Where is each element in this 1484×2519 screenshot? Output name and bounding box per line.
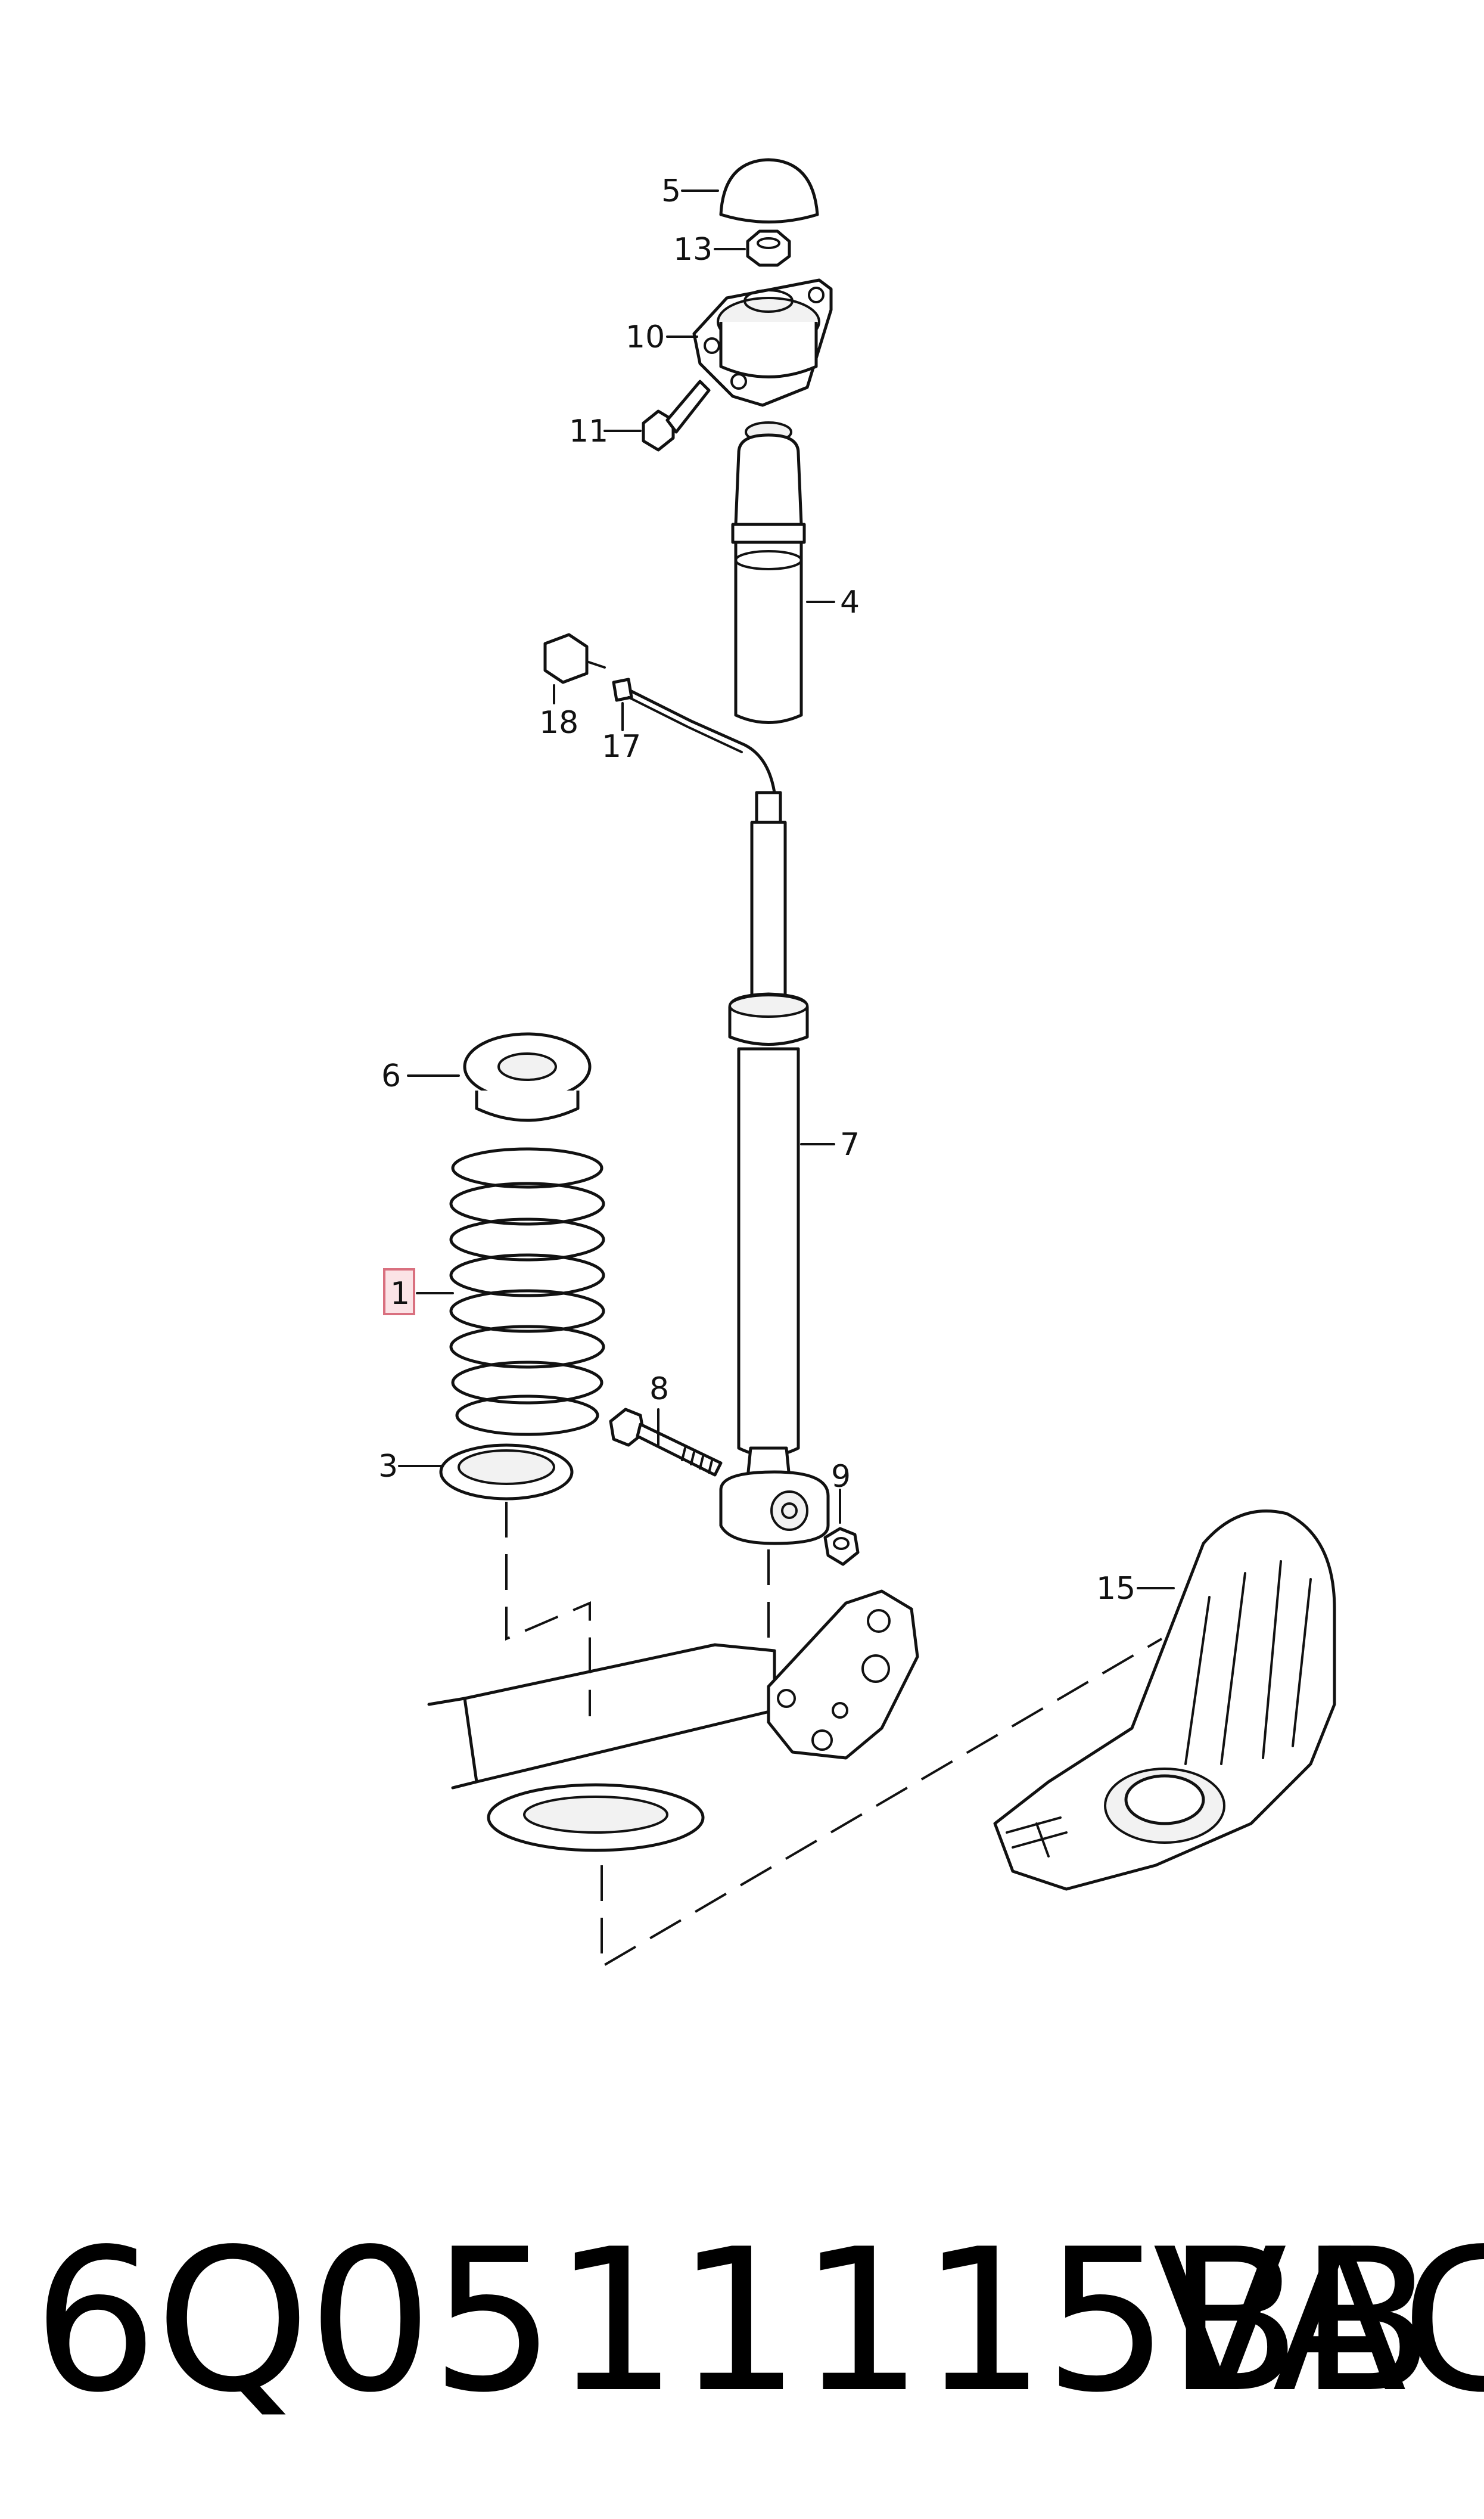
part-8-bolt[interactable] <box>609 1408 723 1477</box>
callout-7[interactable]: 7 <box>840 1127 860 1163</box>
rear-axle-beam <box>427 1589 919 1852</box>
part-4-protective-sleeve[interactable] <box>731 421 806 724</box>
part-13-nut[interactable] <box>746 229 791 267</box>
callout-6[interactable]: 6 <box>381 1058 401 1094</box>
brand-caption: VAG <box>1153 2207 1484 2436</box>
callout-10[interactable]: 10 <box>626 319 665 355</box>
part-5-dust-cap[interactable] <box>719 158 819 223</box>
part-1-coil-spring[interactable] <box>449 1147 605 1436</box>
callout-18[interactable]: 18 <box>539 705 578 741</box>
part-9-nut[interactable] <box>823 1527 860 1566</box>
callout-1[interactable]: 1 <box>390 1276 410 1312</box>
callout-11[interactable]: 11 <box>569 414 608 449</box>
callout-5[interactable]: 5 <box>661 173 681 209</box>
part-18-connector[interactable] <box>543 633 606 684</box>
callout-8[interactable]: 8 <box>649 1371 669 1407</box>
assembly-guide-lines <box>505 1502 1163 1969</box>
leader-lines <box>398 190 1175 1589</box>
callout-15[interactable]: 15 <box>1096 1571 1135 1607</box>
callout-17[interactable]: 17 <box>602 729 641 765</box>
part-7-shock-absorber[interactable] <box>719 791 830 1545</box>
callout-labels: 5 13 10 11 4 18 17 6 7 1 8 3 9 15 <box>378 173 1135 1607</box>
part-3-spring-seat-lower[interactable] <box>439 1443 574 1501</box>
part-11-bolt[interactable] <box>642 380 711 452</box>
callout-9[interactable]: 9 <box>831 1459 851 1495</box>
part-6-spring-seat-upper[interactable] <box>463 1032 592 1122</box>
callout-13[interactable]: 13 <box>673 232 713 268</box>
selected-callout-highlight <box>383 1268 415 1315</box>
part-15-heat-shield[interactable] <box>993 1509 1336 1891</box>
part-number-caption: 6Q0511115BB <box>33 2207 1434 2436</box>
part-10-strut-mount[interactable] <box>692 278 833 407</box>
part-17-cable-clip[interactable] <box>612 678 776 794</box>
callout-4[interactable]: 4 <box>840 585 860 620</box>
callout-3[interactable]: 3 <box>378 1449 398 1484</box>
